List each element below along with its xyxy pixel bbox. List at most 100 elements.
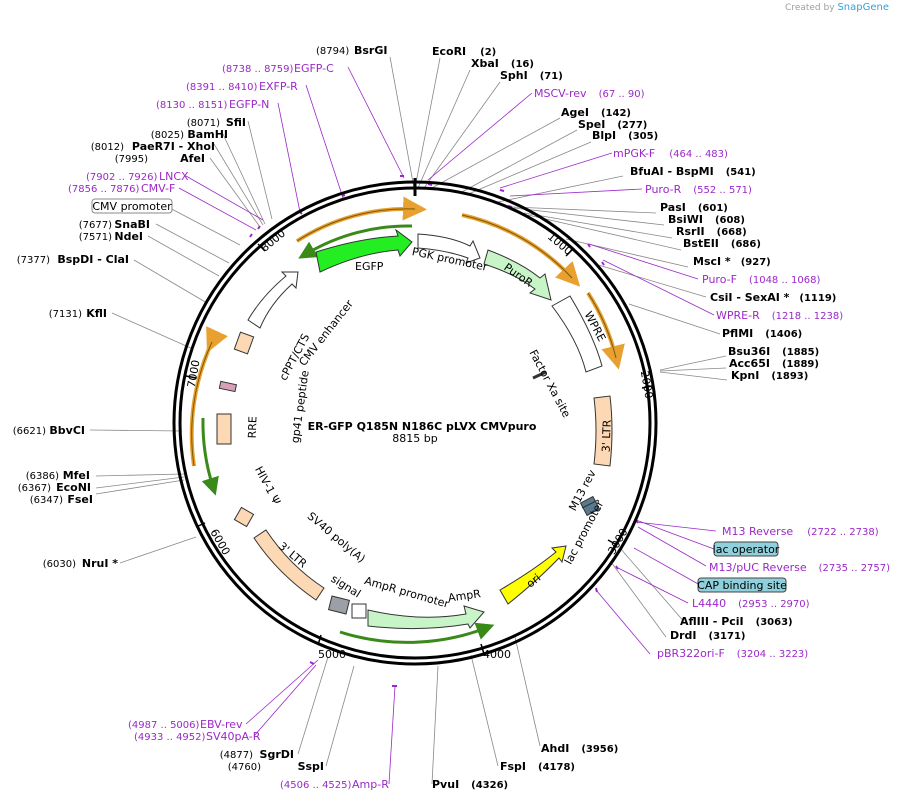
primer-leader-lines bbox=[178, 66, 717, 785]
sfii-name: SfiI bbox=[226, 116, 246, 129]
boxed-labels: CMV promoter lac operator CAP binding si… bbox=[91, 198, 787, 593]
sphi-name: SphI bbox=[500, 69, 528, 82]
ahdi-pos: (3956) bbox=[581, 744, 618, 755]
agei-pos: (142) bbox=[601, 108, 631, 119]
svg-text:M13/pUC Reverse(2735 .. 2757): M13/pUC Reverse(2735 .. 2757) bbox=[709, 561, 890, 574]
msci-name: MscI * bbox=[693, 255, 731, 268]
bsrgi-pos: (8794) bbox=[316, 46, 349, 57]
pasi-pos: (601) bbox=[698, 203, 728, 214]
svg-text:BlpI(305): BlpI (305) bbox=[592, 129, 658, 142]
svg-text:EcoRI(2): EcoRI (2) bbox=[432, 45, 496, 58]
bsrgi-name: BsrGI bbox=[354, 44, 387, 57]
drdi-pos: (3171) bbox=[709, 631, 746, 642]
ndei-name: NdeI bbox=[114, 230, 143, 243]
econi-name: EcoNI bbox=[56, 481, 91, 494]
lac-operator-label: lac operator bbox=[713, 543, 780, 556]
svg-text:EBV-rev: EBV-rev bbox=[200, 718, 243, 731]
pvui-name: PvuI bbox=[432, 778, 459, 791]
m13reverse-name: M13 Reverse bbox=[722, 525, 793, 538]
m13puc-pos: (2735 .. 2757) bbox=[819, 563, 891, 574]
bsu36i-pos: (1885) bbox=[782, 347, 819, 358]
ampr-name: Amp-R bbox=[352, 778, 389, 791]
tick-3000: 3000 bbox=[605, 526, 630, 557]
mscvrev-name: MSCV-rev bbox=[534, 87, 587, 100]
blpi-name: BlpI bbox=[592, 129, 616, 142]
paer7i-name: PaeR7I bbox=[132, 140, 175, 153]
svg-text:EGFP-N: EGFP-N bbox=[229, 98, 269, 111]
bsteii-pos: (686) bbox=[731, 239, 761, 250]
sv40par-pos: (4933 .. 4952) bbox=[134, 732, 206, 743]
bbvci-pos: (6621) bbox=[13, 426, 46, 437]
svg-text:FspI(4178): FspI(4178) bbox=[500, 760, 575, 773]
csii-sep: - bbox=[732, 291, 744, 304]
paer7i-pos: (8012) bbox=[91, 142, 124, 153]
svg-text:PasI(601): PasI (601) bbox=[660, 201, 728, 214]
paer7i-name2: XhoI bbox=[187, 140, 215, 153]
plasmid-size: 8815 bp bbox=[392, 432, 437, 445]
scale-ticks bbox=[185, 243, 653, 655]
svg-text:BstEII(686): BstEII(686) bbox=[683, 237, 761, 250]
acc65i-pos: (1889) bbox=[782, 359, 819, 370]
cmv-promoter-label: CMV promoter bbox=[92, 200, 172, 213]
sspi-pos: (4760) bbox=[228, 762, 261, 773]
primer-labels: (8738 .. 8759) EGFP-C (8391 .. 8410) EXF… bbox=[68, 62, 890, 791]
tick-1000: 1000 bbox=[545, 230, 575, 258]
snapgene-brand: SnapGene bbox=[837, 2, 889, 13]
sgrdi-pos: (4877) bbox=[220, 750, 253, 761]
svg-text:M13 Reverse(2722 .. 2738): M13 Reverse(2722 .. 2738) bbox=[722, 525, 879, 538]
svg-text:(7902 .. 7926): (7902 .. 7926) bbox=[86, 172, 158, 183]
nrui-pos: (6030) bbox=[43, 559, 76, 570]
bsu36i-name: Bsu36I bbox=[728, 345, 770, 358]
fspi-name: FspI bbox=[500, 760, 526, 773]
exfpr-name: EXFP-R bbox=[259, 80, 298, 93]
svg-text:(8738 .. 8759): (8738 .. 8759) bbox=[222, 64, 294, 75]
feature-factorxa-label: Factor Xa site bbox=[526, 348, 573, 420]
bspdi-pos: (7377) bbox=[17, 255, 50, 266]
ori-arrow bbox=[499, 545, 567, 605]
exfpr-pos: (8391 .. 8410) bbox=[186, 82, 258, 93]
afei-name: AfeI bbox=[180, 152, 205, 165]
svg-text:SpeI(277): SpeI(277) bbox=[578, 118, 647, 131]
ecori-name: EcoRI bbox=[432, 45, 466, 58]
ecori-pos: (2) bbox=[480, 47, 496, 58]
ampr-arrow bbox=[367, 605, 485, 630]
csii-pos: (1119) bbox=[799, 293, 836, 304]
svg-text:Acc65I(1889): Acc65I(1889) bbox=[729, 357, 819, 370]
lncx-name: LNCX bbox=[159, 170, 189, 183]
feature-egfp-label: EGFP bbox=[355, 260, 384, 273]
mfei-pos: (6386) bbox=[26, 471, 59, 482]
svg-text:XbaI(16): XbaI(16) bbox=[471, 57, 534, 70]
purof-pos: (1048 .. 1068) bbox=[749, 275, 821, 286]
feature-cmvenh-label: CMV enhancer bbox=[296, 297, 356, 368]
paer7i-sep: - bbox=[175, 140, 187, 153]
nrui-name: NruI * bbox=[82, 557, 118, 570]
hiv-box bbox=[233, 506, 255, 528]
lncx-pos: (7902 .. 7926) bbox=[86, 172, 158, 183]
ltr3b-shape bbox=[253, 529, 325, 601]
svg-text:BspDI - ClaI: BspDI - ClaI bbox=[57, 253, 129, 266]
cmvf-pos: (7856 .. 7876) bbox=[68, 184, 140, 195]
blpi-pos: (305) bbox=[628, 131, 658, 142]
feature-amprpromoter-label: AmpR promoter bbox=[363, 574, 451, 611]
svg-text:MSCV-rev(67 .. 90): MSCV-rev(67 .. 90) bbox=[534, 87, 645, 100]
pasi-name: PasI bbox=[660, 201, 686, 214]
orf-arcs bbox=[189, 196, 625, 644]
ltr3a-shape bbox=[593, 395, 613, 467]
svg-text:(8391 .. 8410): (8391 .. 8410) bbox=[186, 82, 258, 93]
pflmi-pos: (1406) bbox=[765, 329, 802, 340]
sphi-pos: (71) bbox=[540, 71, 563, 82]
egfpc-pos: (8738 .. 8759) bbox=[222, 64, 294, 75]
ebvrev-name: EBV-rev bbox=[200, 718, 243, 731]
svg-text:AflIII - PciI(3063): AflIII - PciI(3063) bbox=[680, 615, 793, 628]
pbr322-name: pBR322ori-F bbox=[657, 647, 725, 660]
drdi-name: DrdI bbox=[670, 629, 697, 642]
ampr-promoter-box bbox=[351, 603, 367, 619]
snabi-pos: (7677) bbox=[79, 220, 112, 231]
feature-ltr3a-label: 3' LTR bbox=[600, 419, 614, 452]
mpgkf-name: mPGK-F bbox=[613, 147, 655, 160]
bfuai-pos: (541) bbox=[726, 167, 756, 178]
svg-text:L4440(2953 .. 2970): L4440(2953 .. 2970) bbox=[692, 597, 810, 610]
puror-pos: (552 .. 571) bbox=[693, 185, 752, 196]
egfpc-name: EGFP-C bbox=[294, 62, 334, 75]
